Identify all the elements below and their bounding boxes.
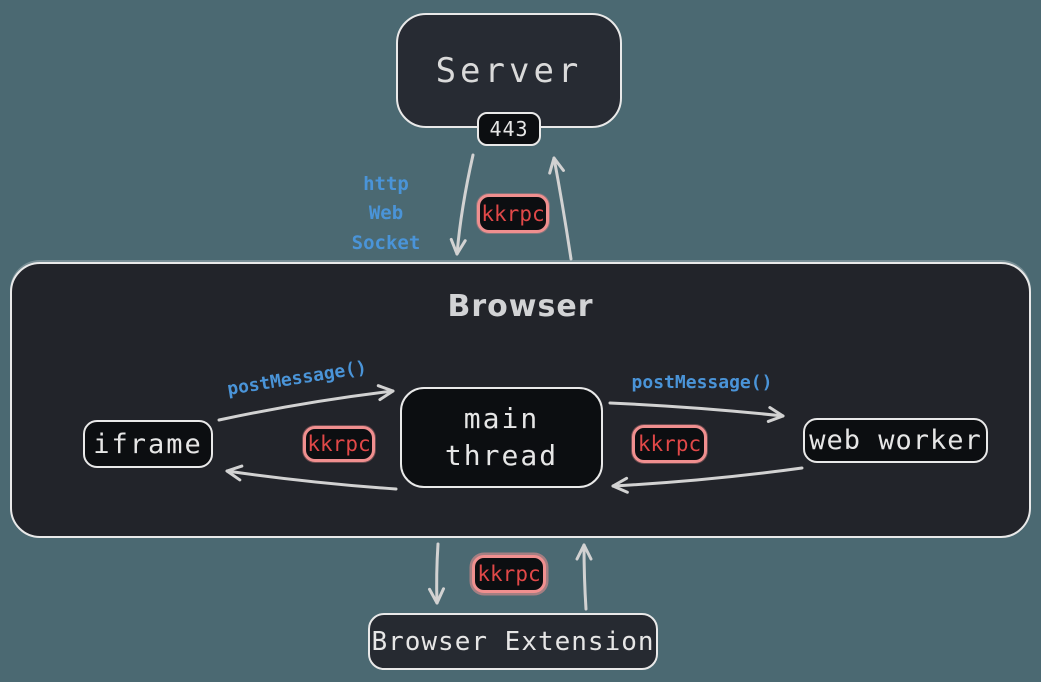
iframe-label: iframe — [93, 428, 203, 460]
web-socket-label: Web Socket — [351, 202, 421, 254]
browser-label: Browser — [447, 289, 594, 324]
postmessage-label-worker: postMessage() — [631, 372, 773, 393]
arrow-server-to-browser — [449, 153, 475, 256]
server-port-label: 443 — [489, 117, 529, 141]
arrow-browser-to-extension — [428, 542, 445, 605]
arrow-web-worker-to-main-thread — [611, 466, 804, 494]
arrow-browser-to-server — [548, 156, 573, 261]
main-thread-node: main thread — [400, 387, 603, 488]
arrow-main-thread-to-web-worker — [608, 401, 785, 423]
arrow-iframe-to-main-thread — [217, 384, 395, 422]
web-worker-label: web worker — [809, 425, 982, 456]
kkrpc-badge-extension: kkrpc — [472, 555, 546, 593]
browser-extension-node: Browser Extension — [368, 613, 658, 670]
kkrpc-badge-iframe: kkrpc — [303, 426, 375, 462]
iframe-node: iframe — [83, 420, 213, 468]
server-node: Server — [396, 13, 622, 128]
kkrpc-badge-server-browser: kkrpc — [477, 194, 549, 233]
arrow-main-thread-to-iframe — [225, 464, 398, 491]
http-label: http — [363, 173, 409, 195]
server-port-badge: 443 — [477, 112, 541, 146]
kkrpc-badge-web-worker: kkrpc — [632, 425, 707, 463]
main-thread-label-line2: thread — [444, 438, 559, 472]
browser-extension-label: Browser Extension — [371, 626, 655, 657]
arrow-extension-to-browser — [575, 543, 593, 611]
server-label: Server — [435, 50, 583, 91]
web-worker-node: web worker — [803, 418, 988, 463]
main-thread-label-line1: main — [463, 401, 540, 435]
protocol-label: http Web Socket — [330, 170, 442, 258]
